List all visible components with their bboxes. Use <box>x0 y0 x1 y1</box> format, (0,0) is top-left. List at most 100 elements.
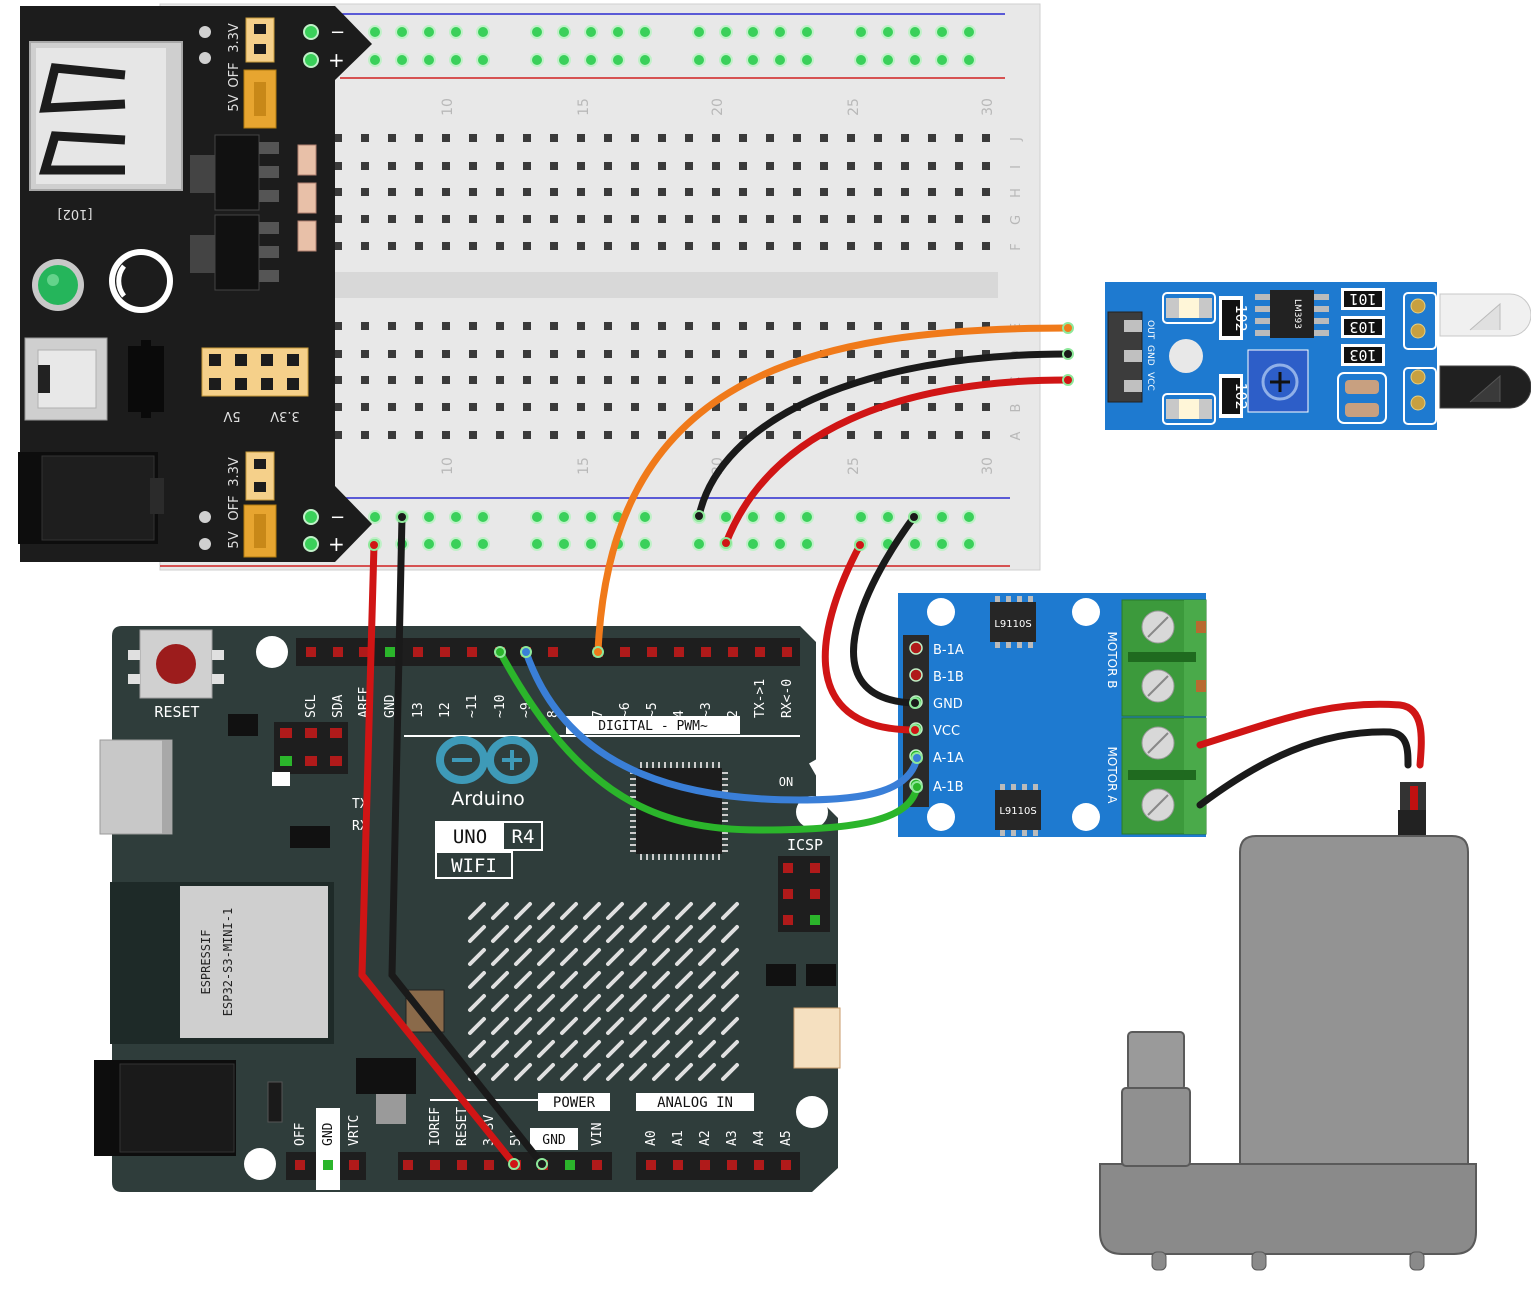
row-letter-g: G <box>1009 215 1024 225</box>
bottom-rail-plus-pin[interactable] <box>303 536 319 552</box>
analog-pin <box>781 1160 791 1170</box>
chip-pin <box>1314 294 1329 300</box>
smd-led-green <box>280 756 292 766</box>
breadboard-hole <box>334 162 342 170</box>
smd-button-2[interactable] <box>806 964 836 986</box>
row-letter-b: B <box>1009 404 1024 413</box>
breadboard-hole <box>901 215 909 223</box>
smd-led-red <box>280 728 292 738</box>
matrix-led <box>698 994 716 1012</box>
breadboard-hole <box>658 403 666 411</box>
regulator-2-pin-3 <box>259 270 279 282</box>
digital-pin <box>701 647 711 657</box>
breadboard-hole <box>712 215 720 223</box>
breadboard-hole <box>388 350 396 358</box>
top-voltage-jumper[interactable] <box>199 17 277 129</box>
ir-pin-label-gnd: GND <box>1145 345 1155 366</box>
matrix-led <box>491 994 509 1012</box>
mcu-pin <box>630 850 636 852</box>
ir-receiver-pin-2 <box>1410 395 1426 411</box>
breadboard-hole <box>361 134 369 142</box>
breadboard-hole <box>415 322 423 330</box>
breadboard-hole <box>712 376 720 384</box>
driver-pin-label-gnd: GND <box>933 697 963 712</box>
digital-pin-label: TX->1 <box>753 679 768 718</box>
breadboard-hole <box>712 162 720 170</box>
mcu-pin <box>630 832 636 834</box>
breadboard-hole <box>334 134 342 142</box>
breadboard-hole <box>442 403 450 411</box>
top-label-plus: + <box>328 48 345 72</box>
rail-hole <box>557 510 571 524</box>
top-rail-plus-pin[interactable] <box>303 52 319 68</box>
breadboard-hole <box>550 376 558 384</box>
arduino-infinity-logo <box>436 736 538 784</box>
regulator-1 <box>214 134 260 211</box>
water-pump <box>1099 782 1477 1271</box>
breadboard-hole <box>415 134 423 142</box>
smd-button-1[interactable] <box>766 964 796 986</box>
power-knob[interactable] <box>115 255 167 307</box>
side-pin-label: VRTC <box>347 1115 362 1146</box>
breadboard-hole <box>577 431 585 439</box>
header-pin <box>254 459 266 469</box>
mcu-pin <box>658 762 660 768</box>
bottom-voltage-jumper[interactable] <box>199 451 277 558</box>
breadboard-hole <box>658 215 666 223</box>
breadboard-hole <box>685 215 693 223</box>
breadboard-hole <box>577 242 585 250</box>
breadboard-hole <box>847 188 855 196</box>
breadboard-hole <box>469 350 477 358</box>
mcu-pin <box>688 854 690 860</box>
mcu-pin <box>718 854 720 860</box>
rail-hole <box>746 510 760 524</box>
ir-pin-label-out: OUT <box>1145 320 1155 340</box>
digital-pin-label: RX<-0 <box>780 679 795 718</box>
breadboard-hole <box>631 242 639 250</box>
matrix-led <box>583 948 601 966</box>
top-jumper-marker-2 <box>199 52 211 64</box>
regulator-1-pin-1 <box>259 142 279 154</box>
matrix-led <box>583 902 601 920</box>
col-number-15-bottom: 15 <box>576 457 592 475</box>
usb-c-port-edge <box>162 740 172 834</box>
rail-hole <box>395 25 409 39</box>
dc-barrel-jack-inner <box>119 1063 235 1153</box>
matrix-led <box>675 994 693 1012</box>
rail-hole <box>935 53 949 67</box>
wire-end <box>396 511 408 523</box>
breadboard-hole <box>550 134 558 142</box>
l9110s-chip-bottom <box>995 790 1041 830</box>
pump-foot-1 <box>1151 1251 1167 1271</box>
rail-hole <box>530 510 544 524</box>
matrix-led <box>514 948 532 966</box>
rail-hole <box>584 510 598 524</box>
rail-hole <box>854 53 868 67</box>
breadboard-hole <box>577 188 585 196</box>
breadboard-hole <box>496 134 504 142</box>
power-button[interactable] <box>128 346 164 412</box>
power-pin <box>592 1160 602 1170</box>
breadboard-hole <box>685 350 693 358</box>
arduino-logo-minus-sign <box>452 758 472 762</box>
breadboard-hole <box>685 376 693 384</box>
bottom-rail-minus-pin[interactable] <box>303 509 319 525</box>
breadboard-hole <box>388 242 396 250</box>
breadboard-hole <box>442 134 450 142</box>
breadboard-hole <box>874 215 882 223</box>
breadboard-hole <box>982 403 990 411</box>
matrix-led <box>583 1040 601 1058</box>
rail-hole <box>881 510 895 524</box>
side-pin-label: OFF <box>293 1122 308 1146</box>
analog-pin <box>727 1160 737 1170</box>
rail-hole <box>530 53 544 67</box>
breadboard-hole <box>874 431 882 439</box>
breadboard-hole <box>874 188 882 196</box>
matrix-led <box>606 994 624 1012</box>
breadboard-hole <box>955 322 963 330</box>
top-rail-minus-pin[interactable] <box>303 24 319 40</box>
usb-contact-bottom <box>38 131 126 175</box>
driver-pin-label-b1a: B-1A <box>933 643 964 658</box>
ir-resistor-1-body <box>1222 300 1240 336</box>
analog-header <box>636 1152 800 1180</box>
